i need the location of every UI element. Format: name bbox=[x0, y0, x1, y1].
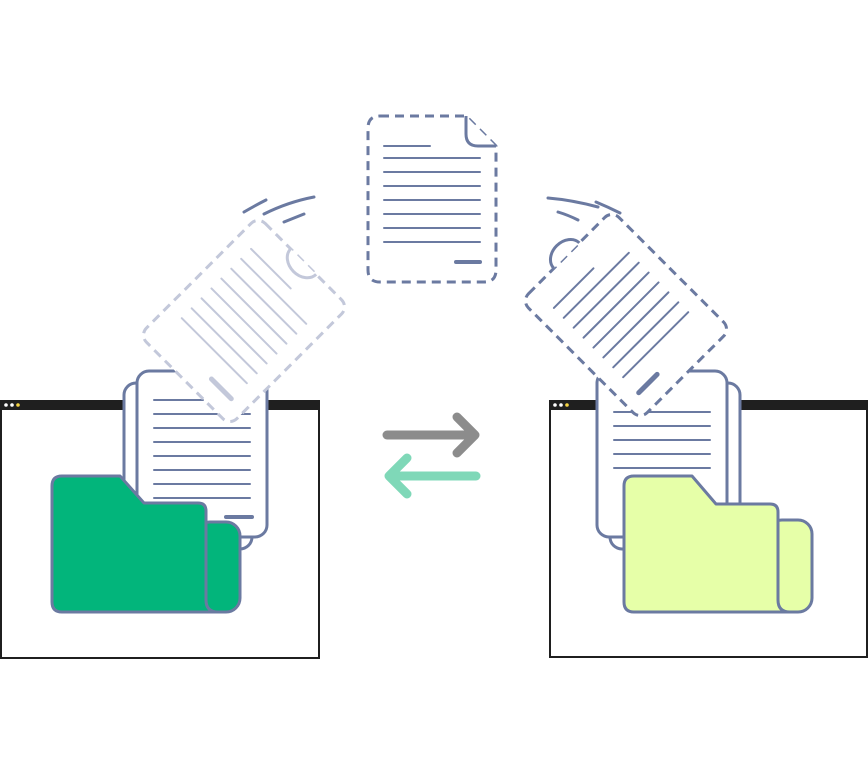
motion-lines-icon bbox=[546, 196, 622, 222]
window-dot-icon bbox=[16, 403, 20, 407]
window-dot-icon bbox=[553, 403, 557, 407]
arrow-right-icon bbox=[382, 412, 480, 458]
window-dot-icon bbox=[10, 403, 14, 407]
target-folder-icon bbox=[622, 474, 814, 614]
source-folder-icon bbox=[50, 474, 242, 614]
window-dot-icon bbox=[559, 403, 563, 407]
window-dot-icon bbox=[4, 403, 8, 407]
document-icon bbox=[523, 212, 729, 418]
swap-arrows-icon bbox=[382, 412, 481, 499]
window-dot-icon bbox=[565, 403, 569, 407]
motion-lines-icon bbox=[242, 195, 316, 224]
document-icon bbox=[366, 114, 498, 284]
document-icon bbox=[141, 218, 347, 424]
arrow-left-icon bbox=[384, 453, 481, 499]
